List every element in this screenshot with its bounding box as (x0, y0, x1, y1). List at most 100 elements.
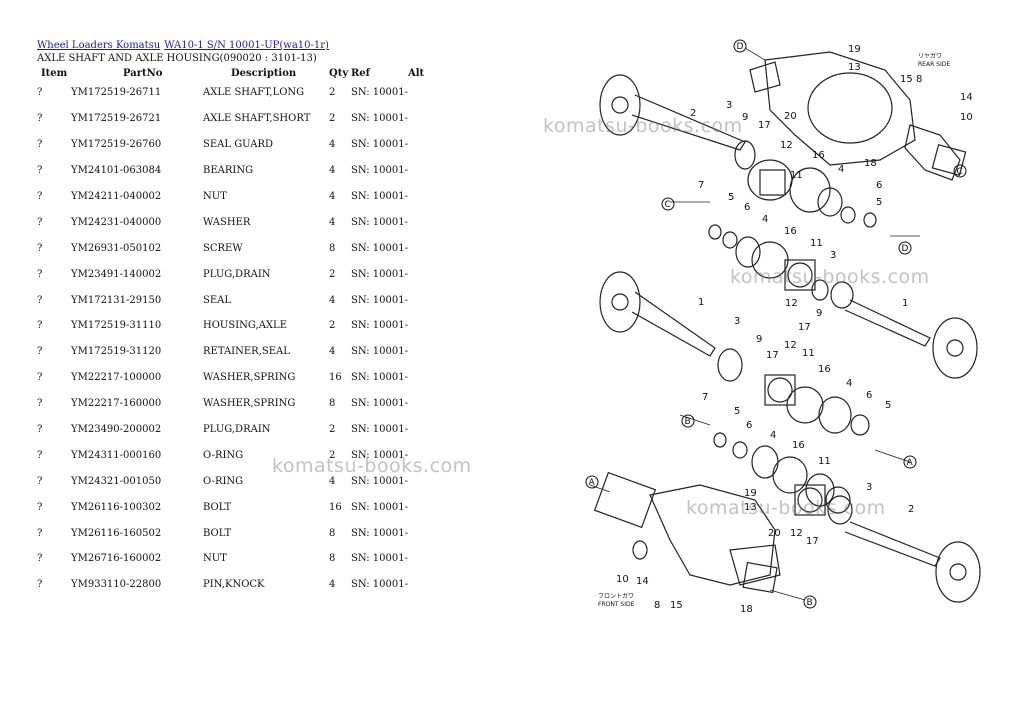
row-partno: YM172519-26711 (71, 87, 162, 99)
row-alt (408, 572, 428, 598)
callout-12-lower: 12 (790, 528, 803, 539)
row-partno: YM23491-140002 (71, 268, 162, 280)
callout-14-lower: 14 (636, 576, 649, 587)
lower-right-components (794, 484, 981, 603)
callout-4-upper-left: 4 (762, 214, 768, 225)
row-item: ? (37, 242, 43, 254)
row-partno: YM933110-22800 (71, 579, 162, 591)
row-partno: YM172519-31120 (71, 346, 162, 358)
row-description: BEARING (203, 165, 254, 177)
row-ref: SN: 10001- (351, 372, 408, 384)
callout-6-upper-left: 6 (744, 202, 750, 213)
row-description: NUT (203, 553, 227, 565)
header-ref: Ref (351, 67, 370, 79)
callout-3-top: 3 (726, 100, 732, 111)
row-qty: 4 (329, 475, 336, 487)
row-alt (408, 468, 428, 494)
row-partno: YM172519-26760 (71, 139, 162, 151)
callout-9-lower-middle: 9 (756, 334, 762, 345)
rear-side-label-jp: リヤガワ (918, 52, 942, 60)
row-partno: YM24321-001050 (71, 475, 162, 487)
row-alt (408, 132, 428, 158)
callout-8-lower: 8 (654, 600, 660, 611)
row-partno: YM172519-26721 (71, 113, 162, 125)
row-alt (408, 261, 428, 287)
callout-c-left: C (665, 200, 671, 210)
callout-a-left: A (589, 478, 596, 488)
row-alt (408, 494, 428, 520)
callout-6-middle: 6 (866, 390, 872, 401)
row-ref: SN: 10001- (351, 449, 408, 461)
callout-13-top: 13 (848, 62, 861, 73)
row-ref: SN: 10001- (351, 216, 408, 228)
callout-4-top: 4 (838, 164, 844, 175)
row-ref: SN: 10001- (351, 527, 408, 539)
row-qty: 8 (329, 242, 336, 254)
row-description: BOLT (203, 501, 232, 513)
row-qty: 4 (329, 216, 336, 228)
row-alt (408, 287, 428, 313)
callout-b-bottom: B (807, 598, 813, 608)
row-ref: SN: 10001- (351, 165, 408, 177)
row-description: O-RING (203, 449, 244, 461)
row-ref: SN: 10001- (351, 242, 408, 254)
callout-16-upper: 16 (784, 226, 797, 237)
row-ref: SN: 10001- (351, 579, 408, 591)
callout-15-lower: 15 (670, 600, 683, 611)
callout-3-middle: 3 (734, 316, 740, 327)
callout-12-lower-middle: 12 (784, 340, 797, 351)
callout-14-top: 14 (960, 92, 973, 103)
callout-7-top: 7 (698, 180, 704, 191)
callout-c-right: C (957, 167, 963, 177)
row-item: ? (37, 398, 43, 410)
row-qty: 8 (329, 553, 336, 565)
row-alt (408, 313, 428, 339)
breadcrumb-link-category[interactable]: Wheel Loaders Komatsu (37, 40, 161, 51)
row-item: ? (37, 346, 43, 358)
row-description: WASHER,SPRING (203, 372, 296, 384)
row-ref: SN: 10001- (351, 320, 408, 332)
callout-6-lower-left: 6 (746, 420, 752, 431)
row-alt (408, 209, 428, 235)
callout-17-lower-middle: 17 (766, 350, 779, 361)
callout-4-middle: 4 (846, 378, 852, 389)
header-item: Item (41, 67, 68, 79)
lower-middle-components (713, 432, 851, 514)
exploded-parts-diagram: D C C D B A A B 19 13 15 8 14 10 2 3 9 1… (580, 30, 1000, 624)
row-qty: 2 (329, 449, 336, 461)
row-alt (408, 417, 428, 443)
row-ref: SN: 10001- (351, 113, 408, 125)
row-qty: 4 (329, 165, 336, 177)
middle-axle-shafts (599, 271, 978, 379)
row-description: O-RING (203, 475, 244, 487)
row-item: ? (37, 579, 43, 591)
row-item: ? (37, 216, 43, 228)
row-alt (408, 184, 428, 210)
row-partno: YM24211-040002 (71, 191, 162, 202)
callout-20-top: 20 (784, 111, 797, 122)
row-description: WASHER,SPRING (203, 398, 296, 410)
row-partno: YM26716-160002 (71, 553, 162, 565)
row-alt (408, 520, 428, 546)
row-qty: 2 (329, 87, 336, 99)
callout-10-lower: 10 (616, 574, 629, 585)
callout-16-lower: 16 (792, 440, 805, 451)
row-alt (408, 158, 428, 184)
row-item: ? (37, 553, 43, 565)
row-alt (408, 106, 428, 132)
row-ref: SN: 10001- (351, 268, 408, 280)
breadcrumb-link-model[interactable]: WA10-1 S/N 10001-UP(wa10-1r) (164, 40, 329, 51)
header-partno: PartNo (123, 67, 163, 79)
callout-20-lower: 20 (768, 528, 781, 539)
callout-18-top: 18 (864, 158, 877, 169)
row-description: PLUG,DRAIN (203, 424, 271, 436)
axle-diagram-svg: D C C D B A A B 19 13 15 8 14 10 2 3 9 1… (585, 39, 981, 615)
header-qty: Qty (329, 67, 349, 79)
